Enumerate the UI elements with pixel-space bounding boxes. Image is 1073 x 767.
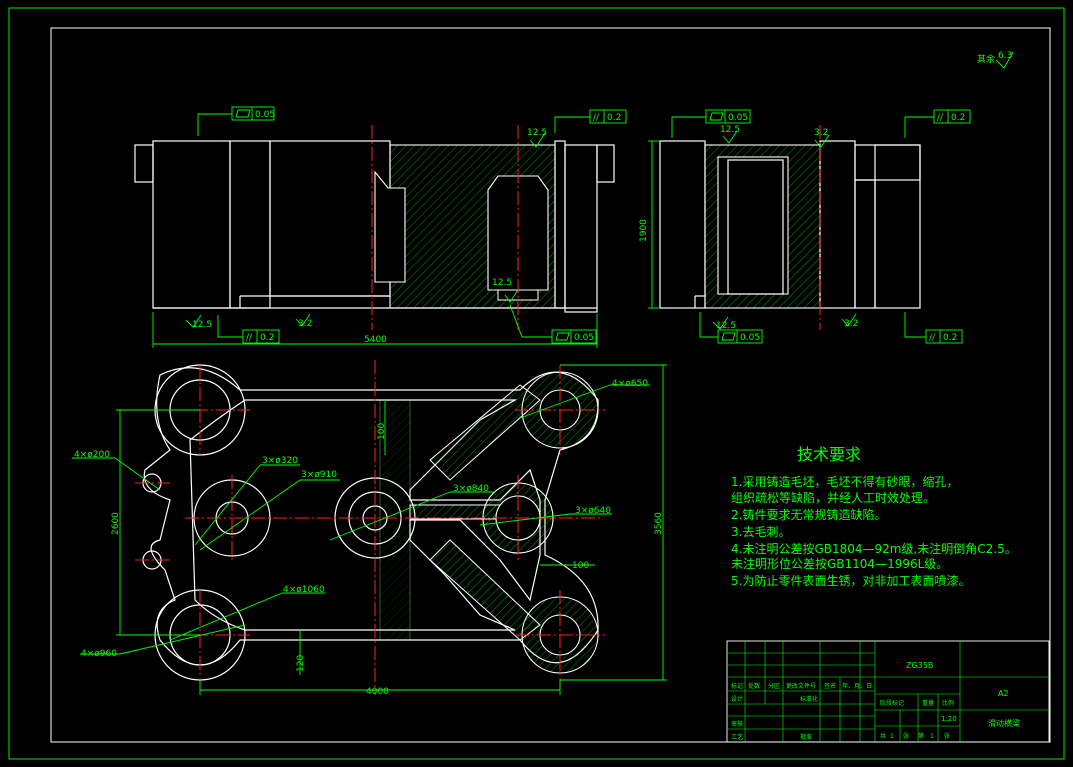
callout-3xd840: 3×ø840: [453, 484, 489, 494]
svg-text:3.2: 3.2: [814, 128, 828, 138]
tech-req-line-5: 4.未注明公差按GB1804—92m级,未注明倒角C2.5。: [731, 541, 1017, 556]
front-parallel-tolerance-top: // 0.2: [554, 109, 627, 133]
dim-100-b: 100: [572, 561, 589, 571]
svg-text://: //: [937, 113, 944, 123]
svg-text:张: 张: [903, 732, 909, 740]
top-view-dimensions: 2600 3560 4000 100 120 100 4×ø650 4×ø200…: [72, 364, 667, 697]
svg-text://: //: [246, 333, 253, 343]
svg-text:0.05: 0.05: [728, 113, 748, 123]
svg-text:0.05: 0.05: [574, 333, 594, 343]
svg-text:12.5: 12.5: [192, 320, 212, 330]
dim-height-1900: 1900: [639, 219, 649, 242]
svg-text://: //: [593, 113, 600, 123]
dim-width-5400: 5400: [364, 335, 387, 345]
callout-4xd1060: 4×ø1060: [283, 585, 325, 595]
svg-text:1: 1: [930, 733, 934, 740]
svg-text:处数: 处数: [748, 682, 760, 690]
svg-text:工艺: 工艺: [731, 733, 743, 741]
tech-req-line-6: 未注明形位公差按GB1104—1996L级。: [731, 556, 948, 571]
title-block: 标记 处数 分区 更改文件号 签名 年、月、日 设计 标准化 审核 工艺 批准 …: [726, 640, 1050, 743]
tech-req-line-1: 1.采用铸造毛坯，毛坯不得有砂眼，缩孔，: [731, 474, 958, 489]
svg-text:更改文件号: 更改文件号: [786, 682, 816, 690]
svg-text:阶段标记: 阶段标记: [880, 699, 904, 707]
svg-text:第: 第: [918, 732, 924, 740]
top-view: [135, 360, 605, 695]
svg-text:审核: 审核: [731, 720, 743, 728]
sheet-size: A2: [998, 689, 1009, 698]
callout-4xd960: 4×ø960: [81, 649, 117, 659]
svg-text:0.2: 0.2: [951, 113, 965, 123]
side-view: 0.05 12.5 3.2 // 0.2 1900 12.5 0.05: [639, 109, 971, 344]
dim-100-a: 100: [377, 423, 387, 440]
tech-req-line-7: 5.为防止零件表面生锈，对非加工表面喷漆。: [731, 573, 970, 588]
tech-req-title: 技术要求: [797, 445, 861, 464]
tech-req-line-3: 2.铸件要求无常规铸造缺陷。: [731, 507, 886, 522]
svg-text:批准: 批准: [800, 733, 812, 741]
surface-note-value: 6.3: [998, 51, 1012, 61]
callout-4xd650: 4×ø650: [612, 379, 648, 389]
callout-3xd910: 3×ø910: [301, 470, 337, 480]
side-top-annotations: 0.05 12.5 3.2 // 0.2: [671, 109, 971, 148]
tech-req-line-2: 组织疏松等缺陷，并经人工时效处理。: [731, 490, 935, 505]
svg-text:12.5: 12.5: [716, 321, 736, 331]
svg-text:0.2: 0.2: [943, 333, 957, 343]
svg-text:3.2: 3.2: [298, 319, 312, 329]
svg-text:重量: 重量: [922, 699, 934, 707]
svg-text:张: 张: [944, 732, 950, 740]
inner-border: [50, 27, 1051, 743]
surface-roughness-note: 其余 6.3: [977, 51, 1014, 69]
front-bottom-annotations: 12.5 3.2 // 0.2 0.05 5400: [152, 304, 598, 348]
callout-3xd320: 3×ø320: [262, 456, 298, 466]
svg-text:1: 1: [890, 733, 894, 740]
part-name: 滑动横梁: [988, 718, 1020, 728]
dim-height-2600: 2600: [111, 512, 121, 535]
svg-text:设计: 设计: [731, 695, 743, 703]
material-code: ZG35B: [906, 661, 933, 670]
side-bottom-annotations: 12.5 0.05 3.2 // 0.2: [699, 312, 963, 344]
technical-requirements: 技术要求 1.采用铸造毛坯，毛坯不得有砂眼，缩孔， 组织疏松等缺陷，并经人工时效…: [731, 445, 1017, 588]
front-roughness-mid: 12.5: [492, 278, 519, 303]
front-roughness-top: 12.5: [527, 128, 547, 148]
outer-border: [8, 7, 1065, 760]
svg-text:12.5: 12.5: [720, 125, 740, 135]
svg-text:0.05: 0.05: [740, 333, 760, 343]
svg-text:签名: 签名: [824, 682, 836, 690]
tech-req-line-4: 3.去毛刺。: [731, 525, 790, 539]
dim-120: 120: [296, 655, 306, 672]
svg-text:0.2: 0.2: [607, 113, 621, 123]
side-height-dim: 1900: [639, 140, 660, 309]
svg-text:标准化: 标准化: [800, 695, 818, 703]
callout-4xd200: 4×ø200: [74, 450, 110, 460]
front-flat-tolerance: 0.05: [197, 106, 275, 136]
svg-text:12.5: 12.5: [492, 278, 512, 288]
dim-height-3560: 3560: [654, 512, 664, 535]
svg-text:共: 共: [880, 732, 886, 740]
scale-value: 1:20: [941, 715, 957, 723]
svg-text:12.5: 12.5: [527, 128, 547, 138]
dim-length-4000: 4000: [366, 687, 389, 697]
svg-text://: //: [929, 333, 936, 343]
svg-text:比例: 比例: [942, 699, 954, 707]
svg-text:分区: 分区: [768, 682, 780, 690]
svg-text:年、月、日: 年、月、日: [842, 682, 872, 690]
svg-text:标记: 标记: [731, 682, 743, 690]
front-view: 0.05 // 0.2 12.5 12.5 12.5 3.2 // 0.2: [134, 106, 627, 348]
callout-3xd640: 3×ø640: [575, 506, 611, 516]
svg-text:0.05: 0.05: [255, 110, 275, 120]
svg-text:3.2: 3.2: [844, 319, 858, 329]
surface-note-label: 其余: [977, 53, 995, 65]
svg-text:0.2: 0.2: [260, 333, 274, 343]
